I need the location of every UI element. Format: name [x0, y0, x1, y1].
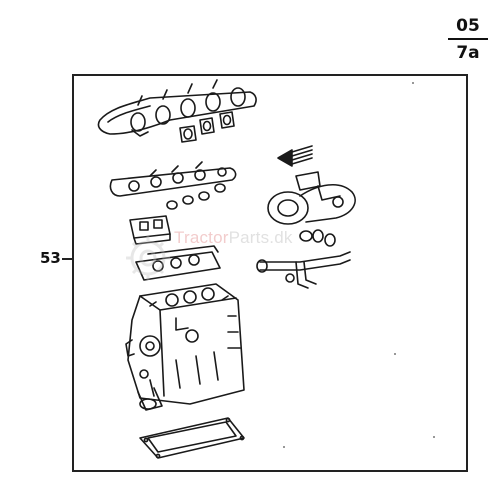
exhaust-manifold [97, 79, 257, 137]
page-code-bottom: 7a [456, 43, 480, 63]
exhaust-manifold-gaskets [179, 111, 235, 143]
scan-speck [283, 446, 285, 448]
oil-pipe [256, 251, 351, 289]
intake-gaskets [166, 183, 226, 210]
direction-arrow [277, 145, 313, 167]
turbocharger [267, 171, 356, 225]
page-code-top: 05 [456, 16, 480, 36]
cylinder-head-gasket [135, 245, 221, 281]
intake-manifold [109, 161, 237, 197]
oil-pan-gasket [139, 417, 245, 459]
page-code-divider [448, 38, 488, 40]
rocker-cover [129, 215, 171, 245]
callout-leader-line [62, 258, 74, 260]
scan-speck [433, 436, 435, 438]
page-code: 05 7a [448, 16, 488, 63]
engine-block [125, 283, 245, 405]
scan-speck [394, 353, 396, 355]
diagram-frame [72, 74, 468, 472]
turbo-gaskets [299, 229, 336, 247]
seal-ring [137, 387, 163, 411]
part-callout-number: 53 [40, 249, 61, 267]
scan-speck [412, 82, 414, 84]
